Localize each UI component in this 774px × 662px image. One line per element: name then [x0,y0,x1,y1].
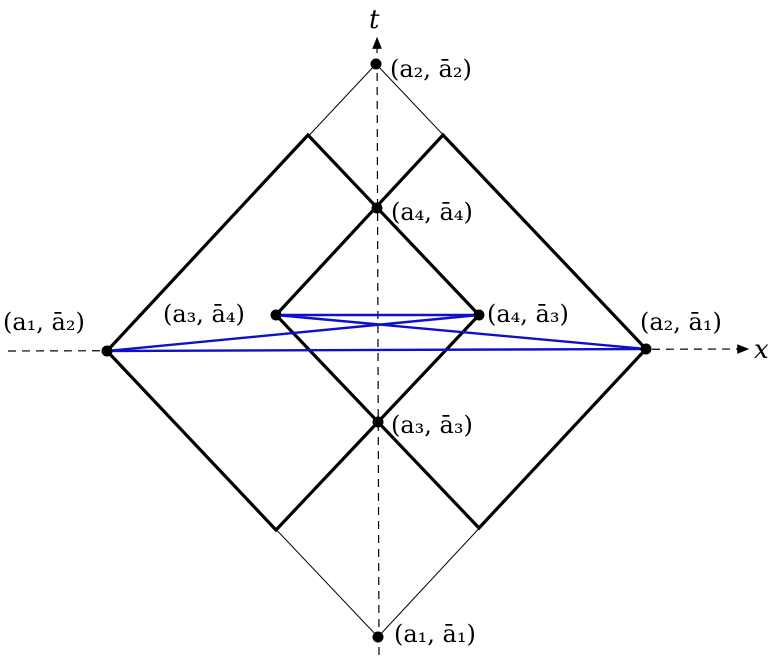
point-a1-a2bar [101,345,113,357]
label-a2-a2bar: (a₂, ā₂) [390,55,472,83]
point-a3-a4bar [270,309,282,321]
label-a3-a4bar: (a₃, ā₄) [163,300,245,328]
points [101,58,652,643]
point-a3-a3bar [372,416,384,428]
point-a4-a4bar [371,202,383,214]
left-rectangle [104,132,482,533]
point-a2-a2bar [370,58,382,70]
x-axis-label: x [754,335,769,365]
highlight-lines [106,313,647,353]
point-a2-a1bar [640,343,652,355]
point-a1-a1bar [372,631,384,643]
label-a1-a1bar: (a₁, ā₁) [394,620,476,648]
label-a4-a4bar: (a₄, ā₄) [391,198,473,226]
t-axis-label: t [369,5,380,35]
label-a3-a3bar: (a₃, ā₃) [391,411,473,439]
point-a4-a3bar [473,309,485,321]
blue-line-2 [106,313,480,353]
label-a1-a2bar: (a₁, ā₂) [3,308,85,336]
label-a4-a3bar: (a₄, ā₃) [487,300,569,328]
right-rectangle [273,132,649,531]
t-axis [372,36,382,656]
blue-line-3 [275,313,647,351]
blue-line-1 [106,347,647,353]
label-a2-a1bar: (a₂, ā₁) [640,308,722,336]
